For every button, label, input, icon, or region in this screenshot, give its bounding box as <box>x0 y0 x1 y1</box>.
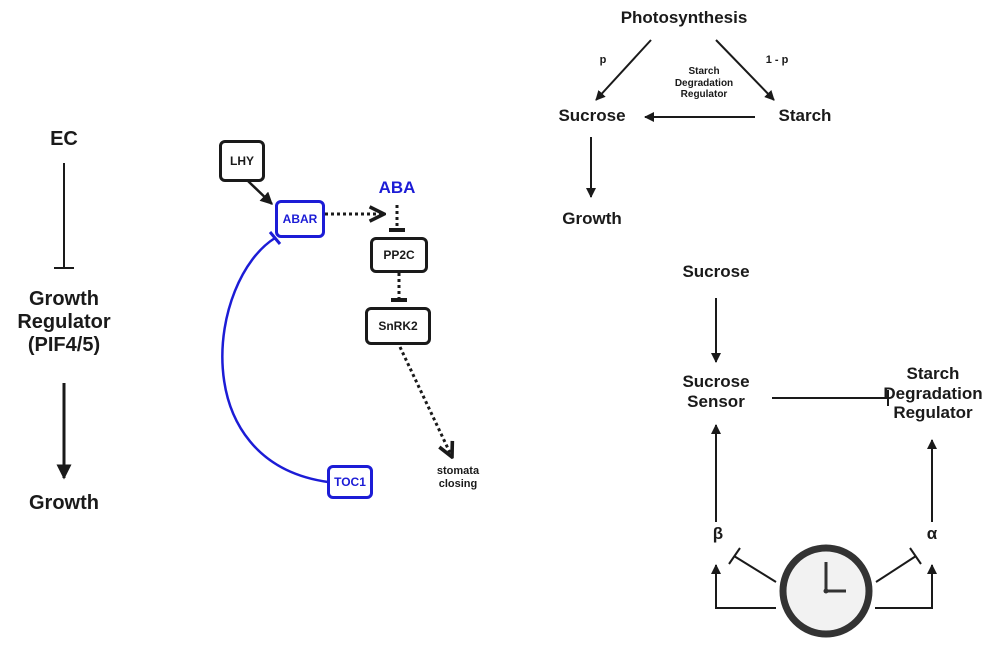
clock-icon <box>779 544 873 638</box>
stomata-closing-line-1: stomata <box>436 465 480 477</box>
sucrose-sensor-line-1: Sucrose <box>682 372 750 391</box>
toc1-node: TOC1 <box>327 465 373 499</box>
starch-degradation-regulator-small-label: Starch Degradation Regulator <box>664 66 744 101</box>
toc1-to-abar-inhibition <box>221 236 329 484</box>
top-sucrose-label: Sucrose <box>558 106 626 125</box>
starch-degradation-regulator-label: Starch Degradation Regulator <box>880 364 986 423</box>
lhy-to-abar-arrow <box>247 180 273 205</box>
growth-regulator-line-2: Regulator <box>17 311 111 333</box>
photosynthesis-label: Photosynthesis <box>620 8 748 27</box>
sdr-small-line-2: Degradation <box>674 77 734 89</box>
clock-inhibits-alpha <box>875 555 917 583</box>
growth-regulator-line-1: Growth <box>29 288 99 310</box>
beta-label: β <box>712 524 724 543</box>
stomata-closing-label: stomata closing <box>428 465 488 490</box>
alpha-inhibition-bar <box>909 547 922 565</box>
aba-label: ABA <box>378 178 416 197</box>
growth-regulator-label: Growth Regulator (PIF4/5) <box>4 288 124 357</box>
sdr-small-line-1: Starch <box>688 66 720 77</box>
sdr-line-1: Starch <box>906 364 960 383</box>
toc1-inhibition-bar <box>268 231 282 245</box>
clock-to-alpha-arrow <box>875 564 937 609</box>
snrk2-to-stomata-dotted-arrow <box>398 346 452 457</box>
bottom-sucrose-label: Sucrose <box>682 262 750 281</box>
abar-node: ABAR <box>275 200 325 238</box>
top-starch-label: Starch <box>778 106 832 125</box>
sdr-line-2: Degradation <box>883 383 983 403</box>
clock-inhibits-beta <box>733 555 777 583</box>
sdr-small-line-3: Regulator <box>680 89 728 100</box>
pp2c-node: PP2C <box>370 237 428 273</box>
sucrose-sensor-label: Sucrose Sensor <box>674 372 758 411</box>
snrk2-node: SnRK2 <box>365 307 431 345</box>
sucrose-sensor-line-2: Sensor <box>687 391 745 411</box>
lhy-node: LHY <box>219 140 265 182</box>
left-growth-label: Growth <box>29 492 99 514</box>
ec-label: EC <box>50 128 78 150</box>
one-minus-p-label: 1 - p <box>765 54 789 66</box>
stomata-closing-line-2: closing <box>438 477 478 490</box>
beta-inhibition-bar <box>728 547 741 565</box>
sdr-line-3: Regulator <box>893 403 973 423</box>
photosynthesis-to-starch-arrow <box>715 39 775 101</box>
growth-regulator-line-3: (PIF4/5) <box>27 334 101 356</box>
photosynthesis-to-sucrose-arrow <box>595 39 652 101</box>
top-growth-label: Growth <box>562 209 622 228</box>
clock-to-beta-arrow <box>711 564 776 609</box>
alpha-label: α <box>926 524 938 543</box>
p-label: p <box>599 54 607 66</box>
